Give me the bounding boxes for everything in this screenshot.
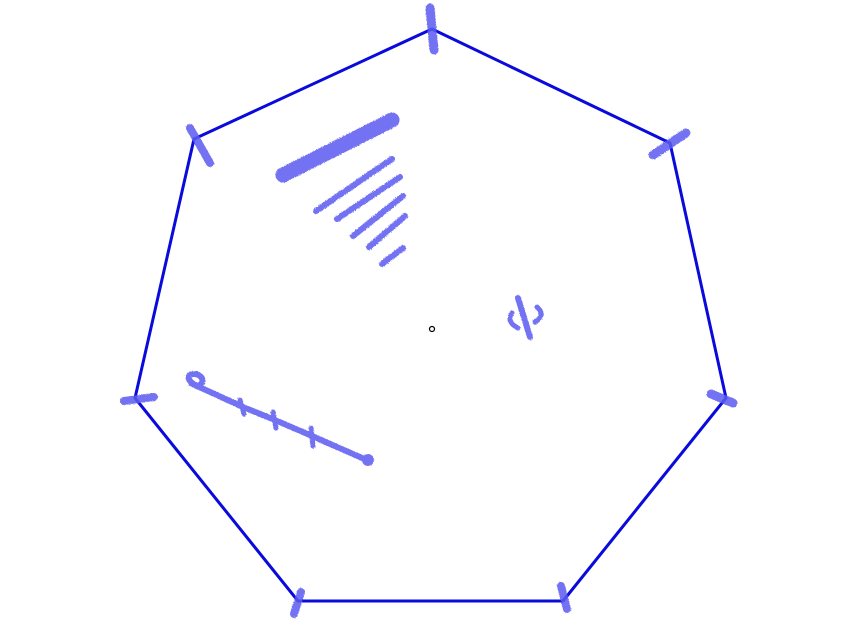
line-end-dot — [362, 454, 374, 466]
curve-mark — [532, 304, 544, 325]
tick-mark-icon — [290, 588, 305, 618]
curve-mark — [507, 310, 521, 331]
hatch-stroke — [366, 213, 408, 250]
ticked-line-path — [185, 370, 372, 464]
right-marks — [507, 295, 544, 340]
line-tick — [270, 409, 279, 431]
tick-mark-icon — [425, 3, 439, 55]
ticked-line — [185, 370, 374, 466]
hatch-stroke — [313, 156, 395, 214]
center-point-icon — [428, 325, 436, 333]
heptagon-outline — [133, 27, 728, 603]
hatch-stroke-thick — [275, 112, 400, 183]
hatch-stroke — [379, 245, 406, 267]
line-tick — [308, 425, 316, 449]
tick-mark-icon — [186, 124, 214, 167]
tick-mark-icon — [120, 393, 158, 405]
vertex-tick-marks — [120, 3, 738, 618]
tick-mark-icon — [648, 128, 691, 160]
tick-mark-icon — [557, 582, 571, 613]
hatch-stroke — [334, 174, 403, 222]
hatch-stroke — [350, 193, 406, 239]
line-tick — [237, 397, 247, 417]
stroke-mark — [515, 295, 533, 340]
hatch-strokes — [275, 112, 408, 267]
tick-mark-icon — [706, 389, 738, 408]
